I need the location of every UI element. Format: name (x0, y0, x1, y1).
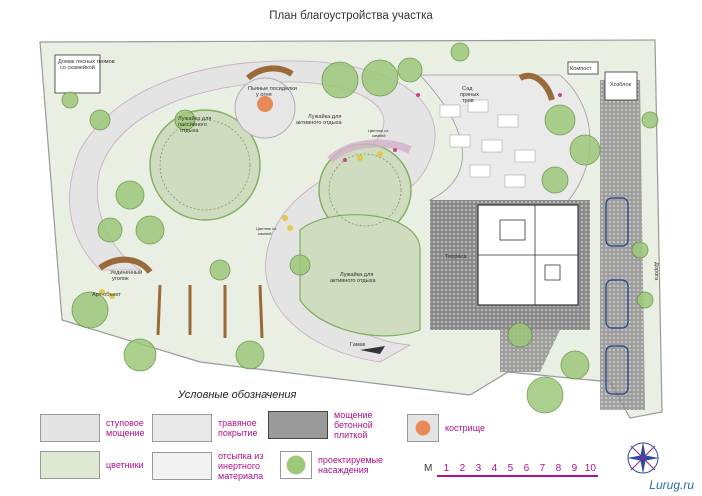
legend-firepit-line1: кострище (445, 423, 486, 433)
legend-item-firepit: кострище (407, 414, 485, 442)
paving-swatch (40, 414, 100, 442)
legend-concrete-line2: бетонной (334, 420, 373, 430)
legend-concrete-line1: мощение (334, 410, 373, 420)
watermark: Lurug.ru (649, 478, 694, 492)
label-shed: Хозблок (610, 82, 632, 88)
compost (567, 61, 599, 75)
plants-swatch (280, 451, 312, 479)
shed (604, 71, 638, 101)
legend-grass-line2: покрытие (218, 428, 258, 438)
flowers (99, 151, 383, 299)
scale-tick: 2 (453, 463, 471, 477)
scale-tick: 8 (549, 463, 567, 477)
scale-tick: 6 (517, 463, 535, 477)
legend-item-flowerbed: цветники (40, 451, 144, 479)
legend-concrete-line3: плиткой (334, 430, 368, 440)
bench-secluded (98, 256, 153, 274)
legend-paving-line1: ступовое (106, 418, 144, 428)
bench-top (246, 65, 294, 81)
lawn-active-bottom (299, 214, 421, 337)
trees (61, 42, 659, 414)
legend-paving-line2: мощение (106, 428, 145, 438)
legend-plants-line2: насаждения (318, 465, 369, 475)
legend-gravel-line2: инертного (218, 461, 260, 471)
firepit-swatch (407, 414, 439, 442)
grass-swatch (152, 414, 212, 442)
scale-tick: 1 (437, 463, 455, 477)
scale-bar: M 1 2 3 4 5 6 7 8 9 10 (424, 463, 599, 477)
scale-tick: 10 (581, 463, 599, 477)
scale-tick: 4 (485, 463, 503, 477)
scale-tick: 5 (501, 463, 519, 477)
legend-plants-line1: проектируемые (318, 455, 384, 465)
label-terrace: Терраса (445, 254, 467, 260)
label-compost: Компост (570, 66, 592, 72)
scale-tick: 9 (565, 463, 583, 477)
legend-gravel-line1: отсыпка из (218, 451, 264, 461)
legend-flowerbed-line1: цветники (106, 460, 144, 470)
lawn-passive (149, 109, 261, 221)
firepit (257, 96, 273, 112)
scale-label: M (424, 463, 433, 474)
page-title: План благоустройства участка (269, 10, 433, 22)
legend-title: Условные обозначения (178, 389, 297, 401)
legend-gravel-line3: материала (218, 471, 264, 481)
concrete-swatch (268, 411, 328, 439)
compass-icon (627, 442, 659, 474)
legend-grass-line1: травяное (218, 418, 257, 428)
label-art-object: Арт-объект (92, 292, 121, 298)
bench-garden (518, 72, 555, 101)
label-road: Дорога (653, 262, 659, 281)
gnome-house (54, 54, 101, 94)
hammock (360, 346, 385, 354)
scale-tick: 3 (469, 463, 487, 477)
gravel-swatch (152, 452, 212, 480)
flowerbed-swatch (40, 451, 100, 479)
label-hammock: Гамак (350, 342, 366, 348)
flower-ring (327, 139, 412, 164)
scale-tick: 7 (533, 463, 551, 477)
